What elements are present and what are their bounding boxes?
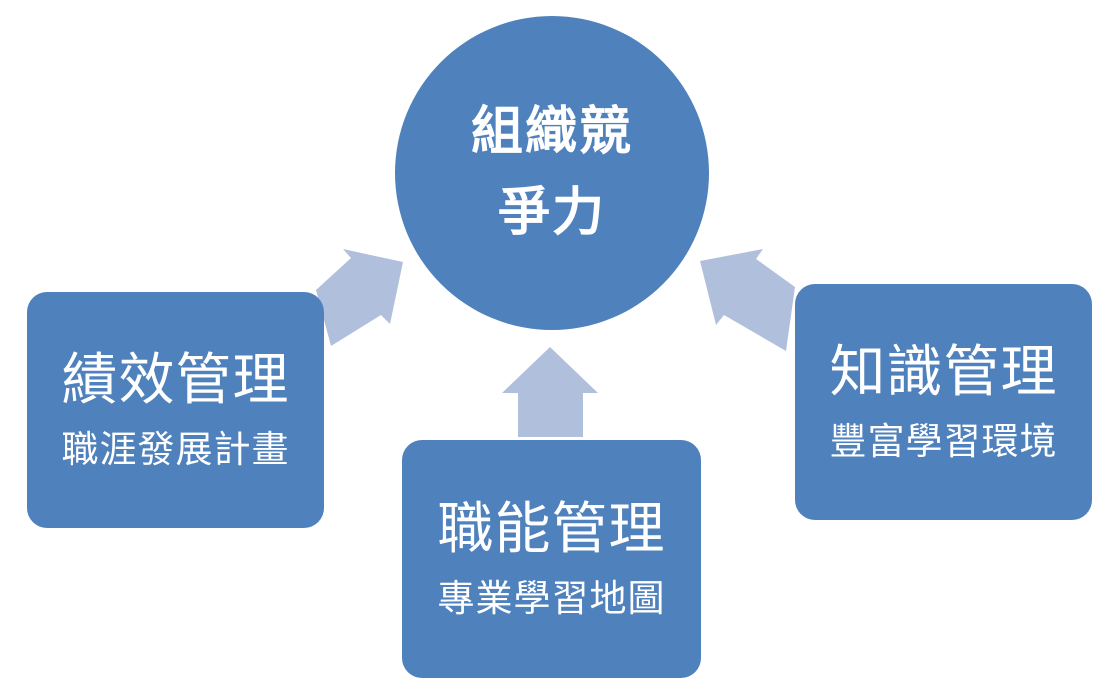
box-performance-management: 績效管理 職涯發展計畫 [27,292,324,528]
arrow-middle-to-center [502,347,598,437]
box-right-subtitle: 豐富學習環境 [829,420,1058,464]
box-competency-management: 職能管理 專業學習地圖 [402,440,701,678]
box-right-title: 知識管理 [829,340,1058,406]
box-knowledge-management: 知識管理 豐富學習環境 [795,284,1092,520]
center-label-line-1: 組織競 [470,102,633,163]
center-label-line-2: 爭力 [497,183,606,243]
arrow-right-to-center [700,249,795,351]
center-circle-organizational-competitiveness: 組織競 爭力 [395,16,709,330]
box-left-title: 績效管理 [61,348,290,414]
arrow-left-to-center [316,249,403,346]
box-middle-subtitle: 專業學習地圖 [437,577,666,621]
box-left-subtitle: 職涯發展計畫 [61,428,290,472]
box-middle-title: 職能管理 [437,497,666,563]
